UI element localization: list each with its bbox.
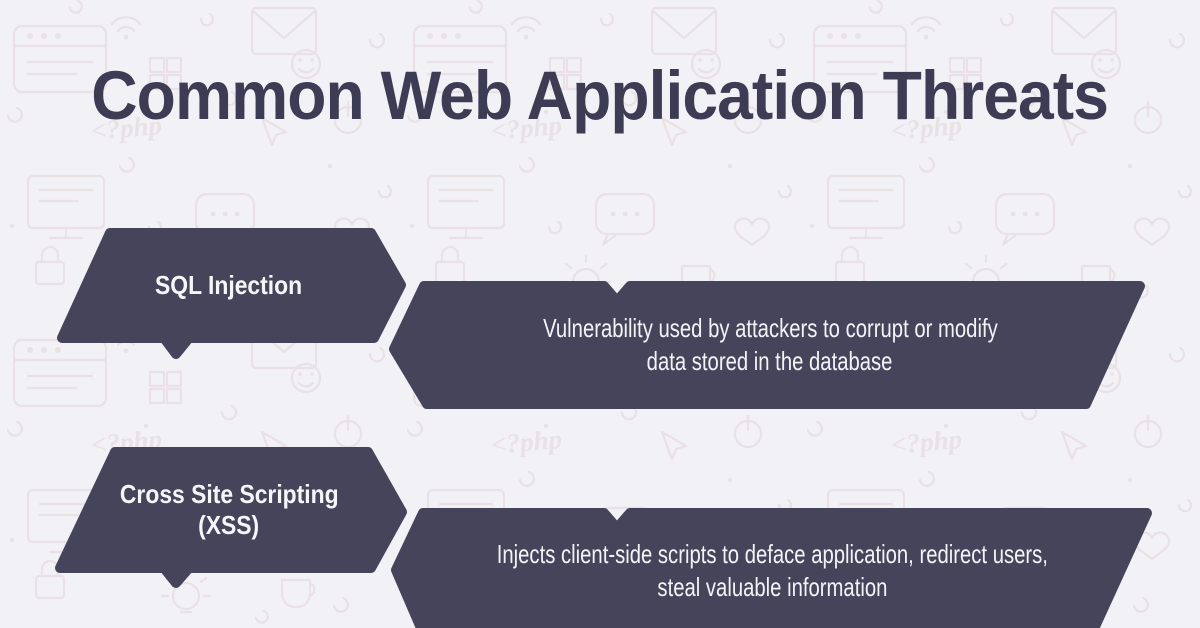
xss-description-line1: Injects client-side scripts to deface ap… bbox=[496, 538, 1049, 569]
sql-injection-label-line1: SQL Injection bbox=[155, 270, 303, 300]
sql-injection-description-shape bbox=[389, 281, 1145, 409]
page-title: Common Web Application Threats bbox=[91, 57, 1110, 134]
xss-label-line2: (XSS) bbox=[198, 510, 260, 540]
sql-injection-description: Vulnerability used by attackers to corru… bbox=[410, 286, 1130, 404]
xss-label-shape bbox=[55, 447, 407, 588]
xss-label: Cross Site Scripting (XSS) bbox=[64, 452, 394, 568]
xss-description-line2: steal valuable information bbox=[657, 571, 888, 602]
xss-description-shape bbox=[391, 508, 1152, 628]
xss-label-line1: Cross Site Scripting bbox=[119, 479, 339, 509]
sql-injection-description-line2: data stored in the database bbox=[647, 346, 893, 376]
sql-injection-label: SQL Injection bbox=[64, 233, 394, 338]
xss-description: Injects client-side scripts to deface ap… bbox=[410, 513, 1135, 628]
page-title-row: Common Web Application Threats bbox=[0, 56, 1200, 135]
sql-injection-label-shape bbox=[57, 228, 406, 359]
sql-injection-description-line1: Vulnerability used by attackers to corru… bbox=[542, 313, 998, 343]
